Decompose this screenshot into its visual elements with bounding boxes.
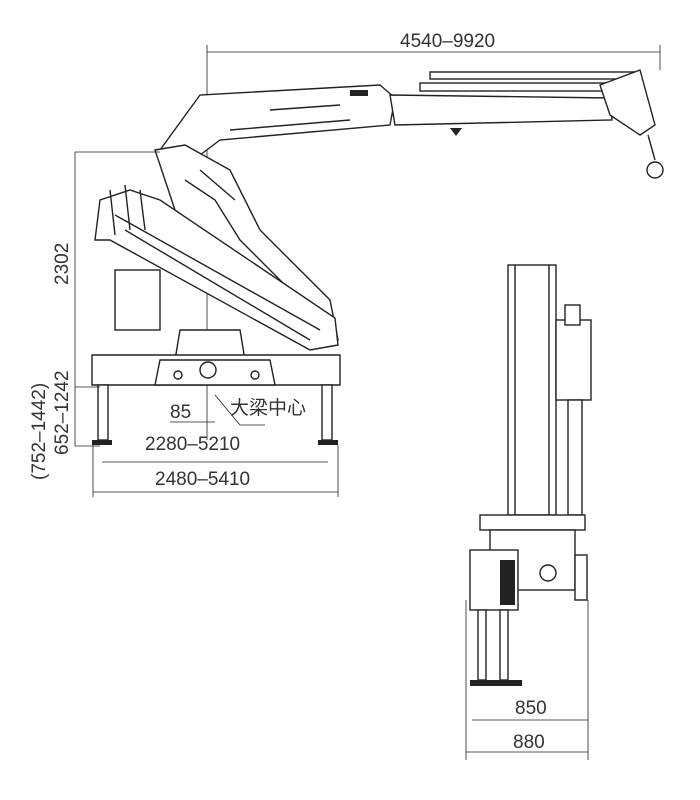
base	[91, 269, 341, 445]
rear-width-inner-label: 850	[515, 698, 547, 719]
folded-boom	[94, 184, 339, 351]
boom	[159, 69, 664, 179]
inner-span-label: 2280–5210	[145, 434, 240, 455]
boom-reach-label: 4540–9920	[400, 31, 495, 52]
outer-span-label: 2480–5410	[155, 469, 250, 490]
offset-label: 85	[170, 402, 191, 423]
beam-center-label: 大梁中心	[230, 397, 306, 419]
span-dimensions: 85 大梁中心 2280–5210 2480–5410	[92, 394, 339, 497]
outrigger-height-range-label: (752–1442)	[29, 383, 50, 480]
height-dimensions: 2302 (752–1442) 652–1242	[29, 151, 160, 480]
outrigger-height-label: 652–1242	[52, 370, 73, 455]
rear-width-outer-label: 880	[513, 732, 545, 753]
column-height-label: 2302	[52, 243, 73, 285]
